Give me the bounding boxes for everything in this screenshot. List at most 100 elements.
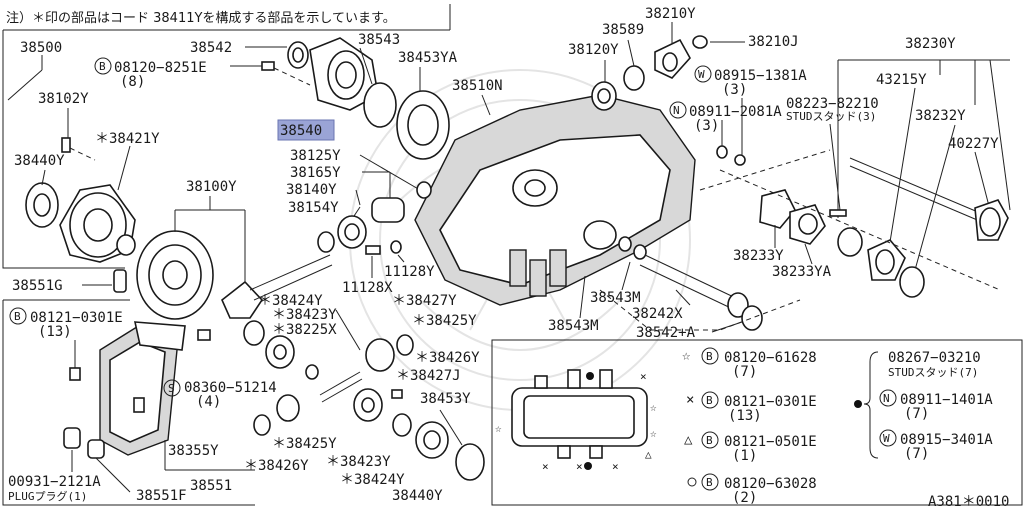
part-08360-51214: 08360−51214 [184, 380, 277, 396]
part-11128Y: 11128Y [384, 264, 435, 280]
nut-38210J [692, 35, 708, 49]
part-38551: 38551 [190, 478, 232, 494]
part-38423Y-b: ＊38423Y [326, 454, 391, 470]
legend-star-qty: (7) [732, 364, 757, 380]
svg-text:×: × [542, 460, 549, 473]
part-08120-8251E: 08120−8251E [114, 60, 207, 76]
part-38125Y: 38125Y [290, 148, 341, 164]
part-38440Y-left: 38440Y [14, 153, 65, 169]
part-38232Y: 38232Y [915, 108, 966, 124]
legend-b-icon-2: B [706, 394, 713, 407]
washer-08915 [734, 154, 746, 166]
part-38242X: 38242X [632, 306, 683, 322]
n-mark-icon: N [673, 104, 680, 117]
bolt-11128X [365, 245, 381, 255]
legend-n-icon: N [883, 392, 890, 405]
part-38154Y: 38154Y [288, 200, 339, 216]
legend-triangle-qty: (1) [732, 448, 757, 464]
spacer-38165Y [371, 197, 405, 223]
plug-38551F [87, 439, 105, 459]
part-38421Y: ＊38421Y [95, 131, 160, 147]
plug-00931 [63, 427, 81, 449]
part-40227Y: 40227Y [948, 136, 999, 152]
axle-tube-group [599, 236, 801, 331]
svg-text:☆: ☆ [495, 422, 502, 435]
part-38165Y: 38165Y [290, 165, 341, 181]
washer-38125Y [416, 181, 432, 199]
legend-n-code: 08911−1401A [900, 392, 993, 408]
part-38589: 38589 [602, 22, 644, 38]
part-38540: 38540 [280, 123, 322, 139]
legend-b-icon-4: B [706, 476, 713, 489]
legend-w-icon: W [883, 432, 890, 445]
legend-triangle-icon: △ [684, 432, 693, 448]
part-38426Y-a: ＊38426Y [415, 350, 480, 366]
part-38543M-a: 38543M [590, 290, 641, 306]
part-38140Y: 38140Y [286, 182, 337, 198]
bolt-08121 [69, 367, 81, 381]
svg-text:△: △ [645, 448, 652, 461]
nut-08911 [716, 145, 728, 159]
frame-lines [2, 4, 1023, 506]
header-note: 注）＊印の部品はコード 38411Yを構成する部品を示しています。 [6, 11, 396, 26]
part-11128X: 11128X [342, 280, 393, 296]
shim-38154Y [317, 231, 335, 253]
part-00931-2121A: 00931−2121A [8, 474, 101, 490]
part-38426Y-b: ＊38426Y [244, 458, 309, 474]
part-38543: 38543 [358, 32, 400, 48]
highlighted-part-38540 [277, 119, 335, 141]
part-38102Y: 38102Y [38, 91, 89, 107]
part-38424Y-a: ＊38424Y [258, 293, 323, 309]
legend-w-code: 08915−3401A [900, 432, 993, 448]
part-43215Y: 43215Y [876, 72, 927, 88]
part-38453Y: 38453Y [420, 391, 471, 407]
washer-11128Y [390, 240, 402, 254]
stud-08223: STUDスタッド(3) [786, 110, 876, 123]
svg-text:☆: ☆ [650, 427, 657, 440]
part-38510N: 38510N [452, 78, 503, 94]
part-38551G: 38551G [12, 278, 63, 294]
differential-case-group [7, 55, 136, 263]
part-38423Y-a: ＊38423Y [272, 307, 337, 323]
part-38453YA: 38453YA [398, 50, 458, 66]
qty-08360-51214: (4) [196, 394, 221, 410]
legend-star-code: 08120−61628 [724, 350, 817, 366]
part-38542-top: 38542 [190, 40, 232, 56]
b-mark-icon: B [99, 60, 106, 73]
legend-schematic: ☆ ☆ ☆ × × × × △ [495, 369, 657, 473]
part-38355Y: 38355Y [168, 443, 219, 459]
legend-cross-code: 08121−0301E [724, 394, 817, 410]
part-38225X: ＊38225X [272, 322, 337, 338]
legend-circle-icon [687, 477, 697, 487]
part-08223-82210: 08223−82210 [786, 96, 879, 112]
part-38542A: 38542+A [636, 325, 696, 341]
qty-08120-8251E: (8) [120, 74, 145, 90]
qty-08911-2081A: (3) [694, 118, 719, 134]
part-38233Y: 38233Y [733, 248, 784, 264]
part-08121-0301E-left: 08121−0301E [30, 310, 123, 326]
legend-bracket [863, 351, 879, 459]
legend-bracket-title: 08267−03210 [888, 350, 981, 366]
legend-dot-icon [854, 400, 862, 408]
legend-triangle-code: 08121−0501E [724, 434, 817, 450]
part-38230Y: 38230Y [905, 36, 956, 52]
w-mark-icon: W [698, 68, 705, 81]
legend-w-qty: (7) [904, 446, 929, 462]
axle-shaft-group [699, 149, 1009, 298]
plug-00931-label: PLUGプラグ(1) [8, 489, 87, 503]
diff-internals-group [243, 320, 485, 481]
legend-circle-code: 08120−63028 [724, 476, 817, 492]
s-mark-icon: S [168, 382, 175, 395]
part-38120Y: 38120Y [568, 42, 619, 58]
legend-bracket-sub: STUDスタッド(7) [888, 366, 978, 379]
part-38424Y-b: ＊38424Y [340, 472, 405, 488]
part-38425Y-a: ＊38425Y [412, 313, 477, 329]
diagram-id: A381＊0010 [928, 494, 1009, 510]
svg-text:☆: ☆ [650, 401, 657, 414]
part-38233YA: 38233YA [772, 264, 832, 280]
part-08915-1381A: 08915−1381A [714, 68, 807, 84]
part-38500: 38500 [20, 40, 62, 56]
qty-08121-0301E-left: (13) [38, 324, 72, 340]
